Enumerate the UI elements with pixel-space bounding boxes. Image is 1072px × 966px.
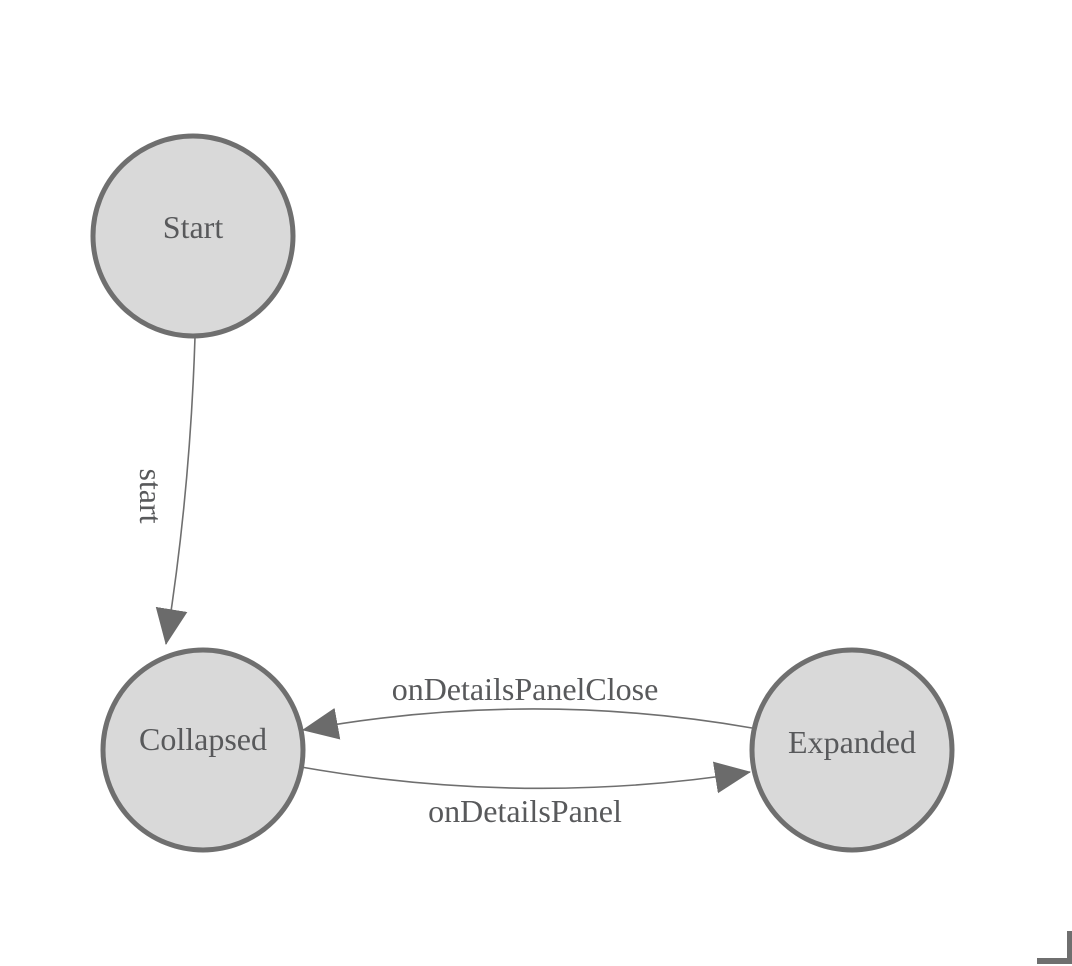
transition-edge-onDetailsPanel [300,761,751,794]
state-label-start: Start [163,209,224,245]
resize-corner-handle[interactable] [1037,931,1072,964]
state-label-collapsed: Collapsed [139,721,267,757]
transition-label-start: start [133,468,169,523]
state-node-collapsed[interactable] [100,647,306,853]
resize-corner-bar[interactable] [1067,931,1072,964]
decorations-layer [1037,931,1072,964]
state-node-start[interactable] [90,133,296,339]
transition-label-onDetailsPanelClose: onDetailsPanelClose [392,671,659,707]
edges-layer: start onDetailsPanelClose onDetailsPanel [133,336,753,829]
transition-edge-onDetailsPanelClose [302,707,753,740]
transition-edge-start [155,336,196,645]
state-node-expanded[interactable] [749,647,955,853]
transition-label-onDetailsPanel: onDetailsPanel [428,793,622,829]
resize-corner-bar[interactable] [1037,958,1072,964]
state-label-expanded: Expanded [788,724,916,760]
